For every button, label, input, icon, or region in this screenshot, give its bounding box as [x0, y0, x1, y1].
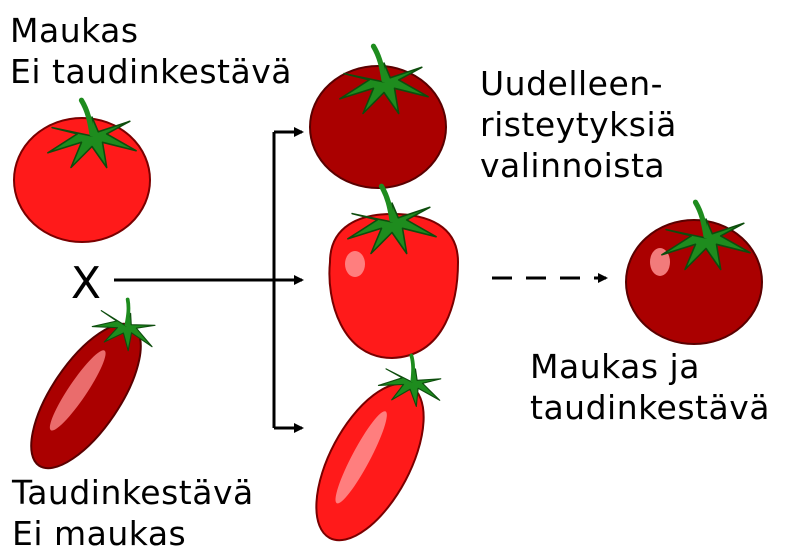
result-label: Maukas ja taudinkestävä [530, 346, 770, 428]
result-line2: taudinkestävä [530, 388, 770, 427]
backcross-line2: risteytyksiä [480, 105, 677, 144]
result-line1: Maukas ja [530, 347, 700, 386]
tomato-offspring2-icon [328, 186, 460, 360]
parent2-label: Taudinkestävä Ei maukas [12, 472, 254, 554]
tomato-result-icon [625, 202, 763, 345]
cross-arrows [114, 127, 304, 433]
parent2-line1: Taudinkestävä [12, 473, 254, 512]
parent1-line1: Maukas [10, 11, 139, 50]
tomato-parent1-icon [13, 100, 151, 243]
cross-symbol: X [71, 258, 101, 309]
parent1-label: Maukas Ei taudinkestävä [10, 10, 292, 92]
parent2-line2: Ei maukas [12, 514, 187, 553]
tomato-offspring1-icon [309, 46, 447, 189]
parent1-line2: Ei taudinkestävä [10, 52, 292, 91]
backcross-line1: Uudelleen- [480, 64, 664, 103]
backcross-label: Uudelleen- risteytyksiä valinnoista [480, 63, 677, 186]
backcross-line3: valinnoista [480, 146, 666, 185]
plum-tomato-offspring3-icon [315, 382, 425, 542]
